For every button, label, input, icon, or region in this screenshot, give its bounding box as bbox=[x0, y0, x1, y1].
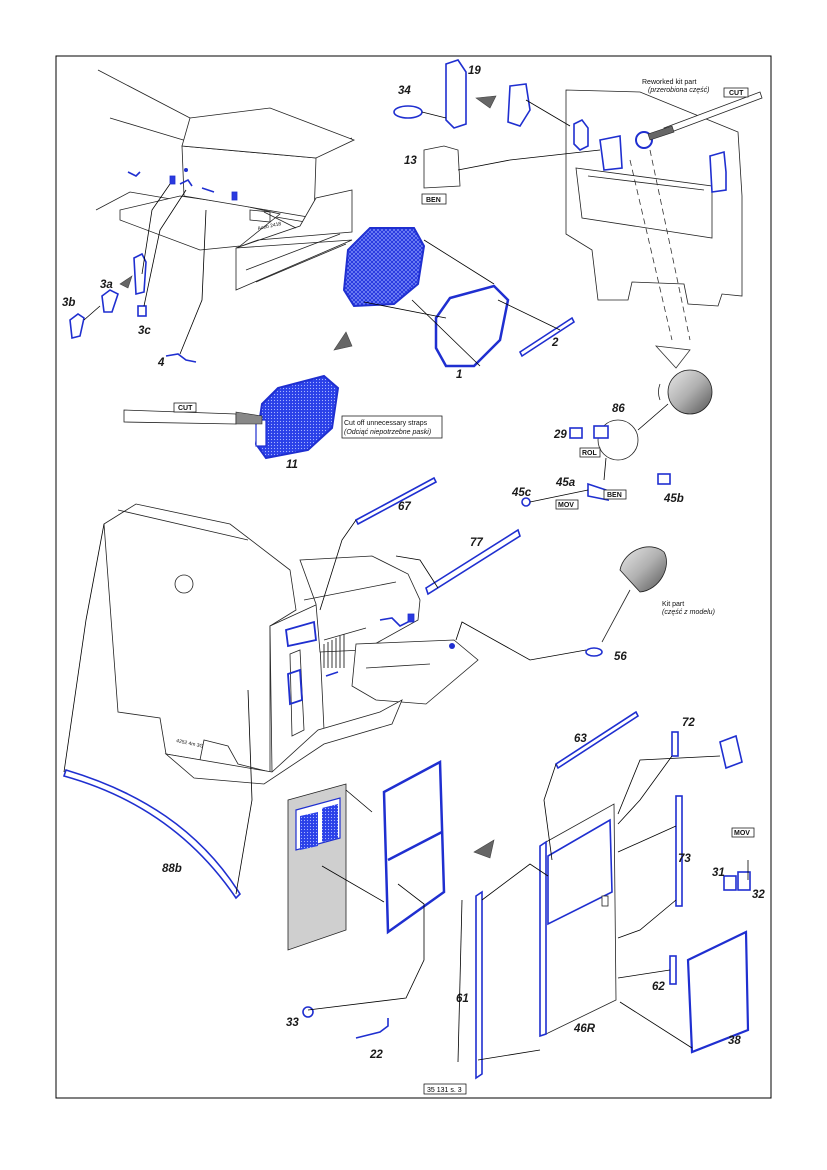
part-3a-label: 3a bbox=[100, 279, 113, 291]
footer: 35 131 s. 3 bbox=[423, 1083, 467, 1095]
part-3b-label: 3b bbox=[62, 297, 75, 309]
part-2-label: 2 bbox=[551, 337, 559, 349]
part-1-label: 1 bbox=[456, 369, 462, 381]
part-72-label: 72 bbox=[682, 717, 695, 729]
part-19-label: 19 bbox=[468, 65, 481, 77]
part-38-label: 38 bbox=[728, 1035, 741, 1047]
part-88b-label: 88b bbox=[162, 863, 182, 875]
part-61-label: 61 bbox=[456, 993, 469, 1005]
grille-parts: 1 2 11 CUT Cut off unnecessary straps (O… bbox=[123, 227, 576, 471]
rol-tag: ROL bbox=[582, 450, 598, 457]
cab-body: 4252 4m 3G bbox=[103, 503, 479, 785]
part-67-label: 67 bbox=[398, 501, 411, 513]
ben-tag-13: BEN bbox=[426, 197, 441, 204]
part-45b-label: 45b bbox=[663, 493, 684, 505]
note-reworked-pl: (przerobiona część) bbox=[648, 87, 709, 94]
ben-tag-45a: BEN bbox=[607, 492, 622, 499]
small-fittings-3: 3b 3a 3c 4 bbox=[62, 183, 207, 369]
note-cutoff-en: Cut off unnecessary straps bbox=[344, 420, 428, 427]
part-73-label: 73 bbox=[678, 853, 691, 865]
part-45a-label: 45a bbox=[555, 477, 576, 489]
part-86-label: 86 bbox=[612, 403, 625, 415]
footer-ref: 35 131 s. 3 bbox=[427, 1087, 462, 1094]
part-33-label: 33 bbox=[286, 1017, 299, 1029]
svg-text:Aceb 2418: Aceb 2418 bbox=[257, 221, 282, 232]
note-kit-en: Kit part bbox=[662, 601, 684, 608]
cut-tag-top: CUT bbox=[729, 90, 744, 97]
mov-tag-45c: MOV bbox=[558, 502, 574, 509]
side-lamp: 56 Kit part (część z modelu) bbox=[455, 546, 715, 663]
part-11-label: 11 bbox=[286, 459, 298, 471]
svg-text:4252 4m 3G: 4252 4m 3G bbox=[176, 738, 204, 750]
part-77-label: 77 bbox=[470, 537, 483, 549]
hood-assembly: Aceb 2418 bbox=[95, 69, 356, 291]
note-cutoff-pl: (Odciąć niepotrzebne paski) bbox=[344, 429, 431, 436]
note-reworked-en: Reworked kit part bbox=[642, 79, 697, 86]
door-assembly: 46R MOV 63 72 73 31 32 62 61 38 33 22 bbox=[286, 710, 765, 1080]
part-3c-label: 3c bbox=[138, 325, 151, 337]
part-62-label: 62 bbox=[652, 981, 665, 993]
part-4-label: 4 bbox=[157, 357, 165, 369]
part-13-label: 13 bbox=[404, 155, 417, 167]
note-kit-pl: (część z modelu) bbox=[662, 609, 715, 616]
part-32-label: 32 bbox=[752, 889, 765, 901]
part-31-label: 31 bbox=[712, 867, 725, 879]
storage-box: CUT Reworked kit part (przerobiona część… bbox=[565, 79, 763, 369]
top-clips: BEN 19 34 13 bbox=[393, 59, 601, 205]
mov-tag-32: MOV bbox=[734, 830, 750, 837]
part-56-label: 56 bbox=[614, 651, 627, 663]
part-63-label: 63 bbox=[574, 733, 587, 745]
part-34-label: 34 bbox=[398, 85, 411, 97]
part-22-label: 22 bbox=[369, 1049, 383, 1061]
part-29-label: 29 bbox=[553, 429, 567, 441]
cab-strips: 67 77 88b bbox=[62, 476, 521, 900]
page-border bbox=[55, 55, 772, 1099]
part-46r-label: 46R bbox=[573, 1023, 596, 1035]
part-45c-label: 45c bbox=[511, 487, 532, 499]
headlight-group: ROL BEN MOV 86 29 45a 45b 45c bbox=[511, 369, 713, 510]
cut-tag-left: CUT bbox=[178, 405, 193, 412]
